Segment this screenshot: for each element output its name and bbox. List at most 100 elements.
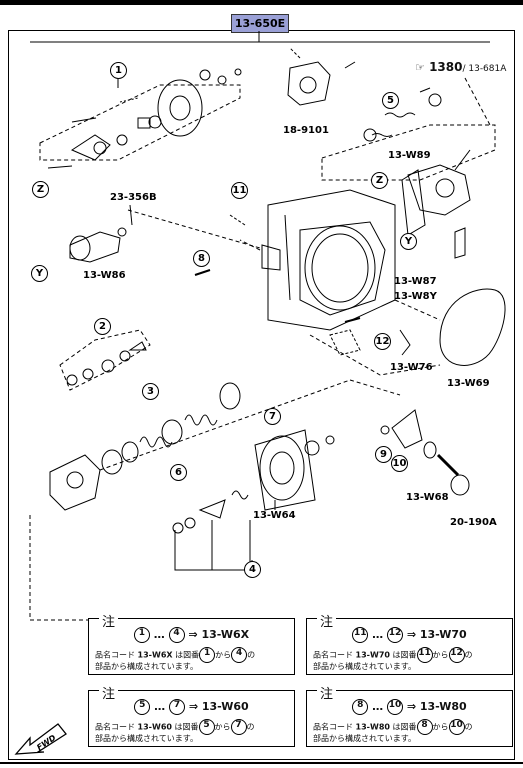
callout-y-right[interactable]: Y (400, 233, 417, 250)
note-to-number: 7 (230, 719, 247, 735)
part-label-13-W69[interactable]: 13-W69 (447, 378, 490, 389)
part-label-18-9101[interactable]: 18-9101 (283, 125, 329, 136)
note-range: 5 … 7 ⇒ 13-W60 (89, 699, 294, 715)
note-text: は図番 (171, 722, 199, 732)
note-code: 13-W70 (355, 650, 390, 660)
note-text: 品名コード (95, 722, 138, 732)
callout-9[interactable]: 9 (375, 446, 392, 463)
note-range: 1 … 4 ⇒ 13-W6X (89, 627, 294, 643)
reference-code[interactable]: ☞ 1380/ 13-681A (415, 60, 506, 74)
note-from-number: 8 (352, 699, 369, 715)
callout-3[interactable]: 3 (142, 383, 159, 400)
note-to-number: 4 (168, 627, 185, 643)
note-from-number: 1 (199, 647, 216, 663)
callout-z-right[interactable]: Z (371, 172, 388, 189)
note-text: の (246, 722, 255, 732)
note-to-number: 10 (448, 719, 465, 735)
note-arrow-icon: ⇒ (188, 700, 199, 713)
note-from-number: 11 (416, 647, 433, 663)
note-text: は図番 (172, 650, 200, 660)
callout-y-left[interactable]: Y (31, 265, 48, 282)
callout-5[interactable]: 5 (382, 92, 399, 109)
note-from-number: 1 (133, 627, 150, 643)
note-kit-code[interactable]: 13-W80 (419, 700, 467, 713)
note-text: は図番 (389, 722, 417, 732)
note-description-2: 部品から構成されています。 (95, 662, 198, 671)
callout-8[interactable]: 8 (193, 250, 210, 267)
callout-4[interactable]: 4 (244, 561, 261, 578)
note-to-number: 4 (231, 647, 248, 663)
part-label-13-W76[interactable]: 13-W76 (390, 362, 433, 373)
note-from-number: 11 (352, 627, 369, 643)
callout-6[interactable]: 6 (170, 464, 187, 481)
note-arrow-icon: ⇒ (188, 628, 198, 641)
ref-primary-code: 1380 (429, 60, 463, 74)
fwd-arrow-icon: FWD (14, 723, 67, 755)
note-kit-code[interactable]: 13-W60 (201, 700, 249, 713)
note-text: 品名コード (313, 722, 356, 732)
part-label-13-W87[interactable]: 13-W87 (394, 276, 437, 287)
note-separator: … (372, 628, 384, 641)
part-label-13-W64[interactable]: 13-W64 (253, 510, 296, 521)
note-arrow-icon: ⇒ (406, 700, 417, 713)
note-text: から (215, 650, 232, 660)
note-description-2: 部品から構成されています。 (95, 734, 198, 743)
note-separator: … (154, 700, 166, 713)
note-kit-code[interactable]: 13-W70 (419, 628, 467, 641)
note-to-number: 10 (386, 699, 403, 715)
note-heading: 注 (99, 683, 119, 702)
callout-2[interactable]: 2 (94, 318, 111, 335)
note-text: から (432, 650, 449, 660)
note-from-number: 8 (416, 719, 433, 735)
note-text: の (464, 650, 473, 660)
note-text: から (432, 722, 449, 732)
callout-12[interactable]: 12 (374, 333, 391, 350)
callout-7[interactable]: 7 (264, 408, 281, 425)
note-from-number: 5 (198, 719, 215, 735)
callout-11[interactable]: 11 (231, 182, 248, 199)
callout-1[interactable]: 1 (110, 62, 127, 79)
top-border (0, 0, 523, 5)
note-description-2: 部品から構成されています。 (313, 662, 416, 671)
note-code: 13-W6X (137, 650, 173, 660)
note-text: の (464, 722, 473, 732)
note-text: の (247, 650, 256, 660)
note-kit-code[interactable]: 13-W6X (201, 628, 250, 641)
part-label-13-W86[interactable]: 13-W86 (83, 270, 126, 281)
note-heading: 注 (99, 611, 119, 630)
part-label-23-356B[interactable]: 23-356B (110, 192, 157, 203)
note-heading: 注 (317, 683, 337, 702)
part-label-13-W68[interactable]: 13-W68 (406, 492, 449, 503)
callout-10[interactable]: 10 (391, 455, 408, 472)
note-text: は図番 (389, 650, 417, 660)
bottom-border (0, 762, 523, 764)
note-description-2: 部品から構成されています。 (313, 734, 416, 743)
main-part-code[interactable]: 13-650E (231, 14, 289, 33)
callout-z-left[interactable]: Z (32, 181, 49, 198)
note-text: 品名コード (313, 650, 356, 660)
note-range: 8 … 10 ⇒ 13-W80 (307, 699, 512, 715)
hand-pointer-icon: ☞ (415, 61, 425, 74)
note-code: 13-W60 (137, 722, 172, 732)
note-arrow-icon: ⇒ (406, 628, 417, 641)
note-text: から (214, 722, 231, 732)
note-from-number: 5 (134, 699, 151, 715)
part-label-13-W89[interactable]: 13-W89 (388, 150, 431, 161)
part-label-20-190A[interactable]: 20-190A (450, 517, 497, 528)
note-separator: … (372, 700, 384, 713)
note-code: 13-W80 (355, 722, 390, 732)
note-to-number: 7 (168, 699, 185, 715)
note-to-number: 12 (386, 627, 403, 643)
part-label-13-W8Y[interactable]: 13-W8Y (394, 291, 437, 302)
note-range: 11 … 12 ⇒ 13-W70 (307, 627, 512, 643)
note-to-number: 12 (448, 647, 465, 663)
